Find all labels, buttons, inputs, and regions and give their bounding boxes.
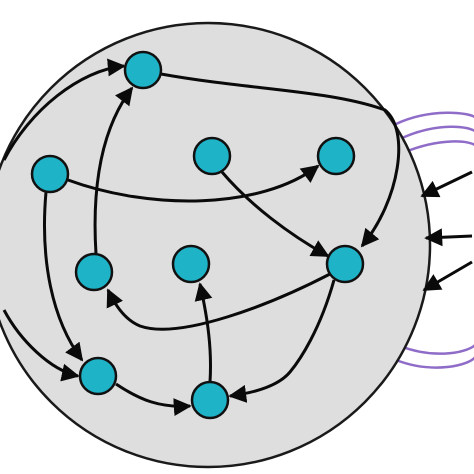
field-arc bbox=[395, 356, 474, 369]
network-node bbox=[30, 154, 70, 194]
edge-n6-to-n7 bbox=[106, 272, 331, 331]
network-node bbox=[325, 244, 365, 284]
edge-n7-to-n1 bbox=[93, 86, 134, 255]
edge-n8-to-n9 bbox=[115, 382, 192, 417]
network-node bbox=[78, 356, 118, 396]
edge-n6-to-n9 bbox=[228, 279, 336, 403]
network-node bbox=[123, 50, 163, 90]
edge-left-to-n1 bbox=[2, 58, 126, 161]
edges bbox=[2, 58, 401, 417]
edge-n3-to-n6 bbox=[220, 171, 330, 258]
edge-n2-to-n4 bbox=[67, 164, 320, 203]
nodes bbox=[30, 50, 365, 420]
network-node bbox=[74, 252, 114, 292]
network-node bbox=[190, 380, 230, 420]
network-node bbox=[316, 136, 356, 176]
edge-n1-to-n6 bbox=[160, 72, 401, 248]
field-arc bbox=[395, 111, 474, 126]
external-input-arrow bbox=[422, 260, 473, 292]
edge-n9-to-n5 bbox=[194, 282, 213, 383]
external-input-arrow bbox=[424, 228, 473, 247]
network-node bbox=[192, 136, 232, 176]
external-input-arrow bbox=[420, 170, 473, 198]
field-arc bbox=[399, 344, 474, 355]
edge-left-to-n8 bbox=[2, 309, 80, 382]
external-inputs bbox=[420, 170, 473, 292]
edge-n2-to-n8 bbox=[43, 191, 84, 362]
network-node bbox=[171, 244, 211, 284]
field-arc bbox=[404, 140, 474, 154]
field-arc bbox=[401, 125, 474, 140]
